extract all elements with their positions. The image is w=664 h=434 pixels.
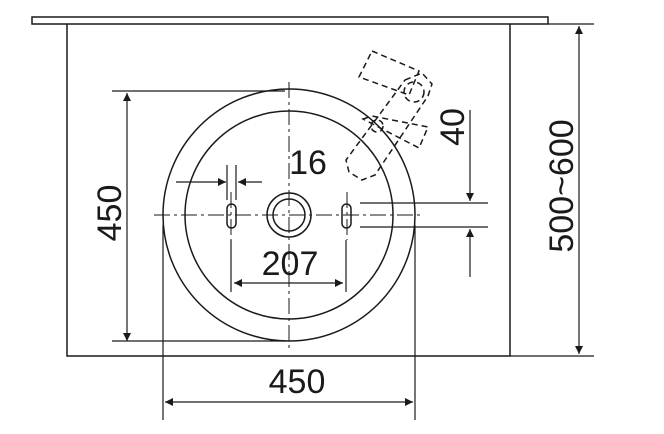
label-tap-hole-offset: 40 [434,108,472,146]
countertop-slab [31,16,549,25]
faucet-outline [345,50,433,181]
label-cabinet-depth: 500~600 [543,119,581,252]
cabinet-outline [66,24,511,357]
label-bowl-diameter-vertical: 450 [91,185,129,242]
label-bowl-diameter-horizontal: 450 [269,363,326,401]
label-slot-spacing: 207 [262,245,319,283]
label-slot-width: 16 [289,144,327,182]
